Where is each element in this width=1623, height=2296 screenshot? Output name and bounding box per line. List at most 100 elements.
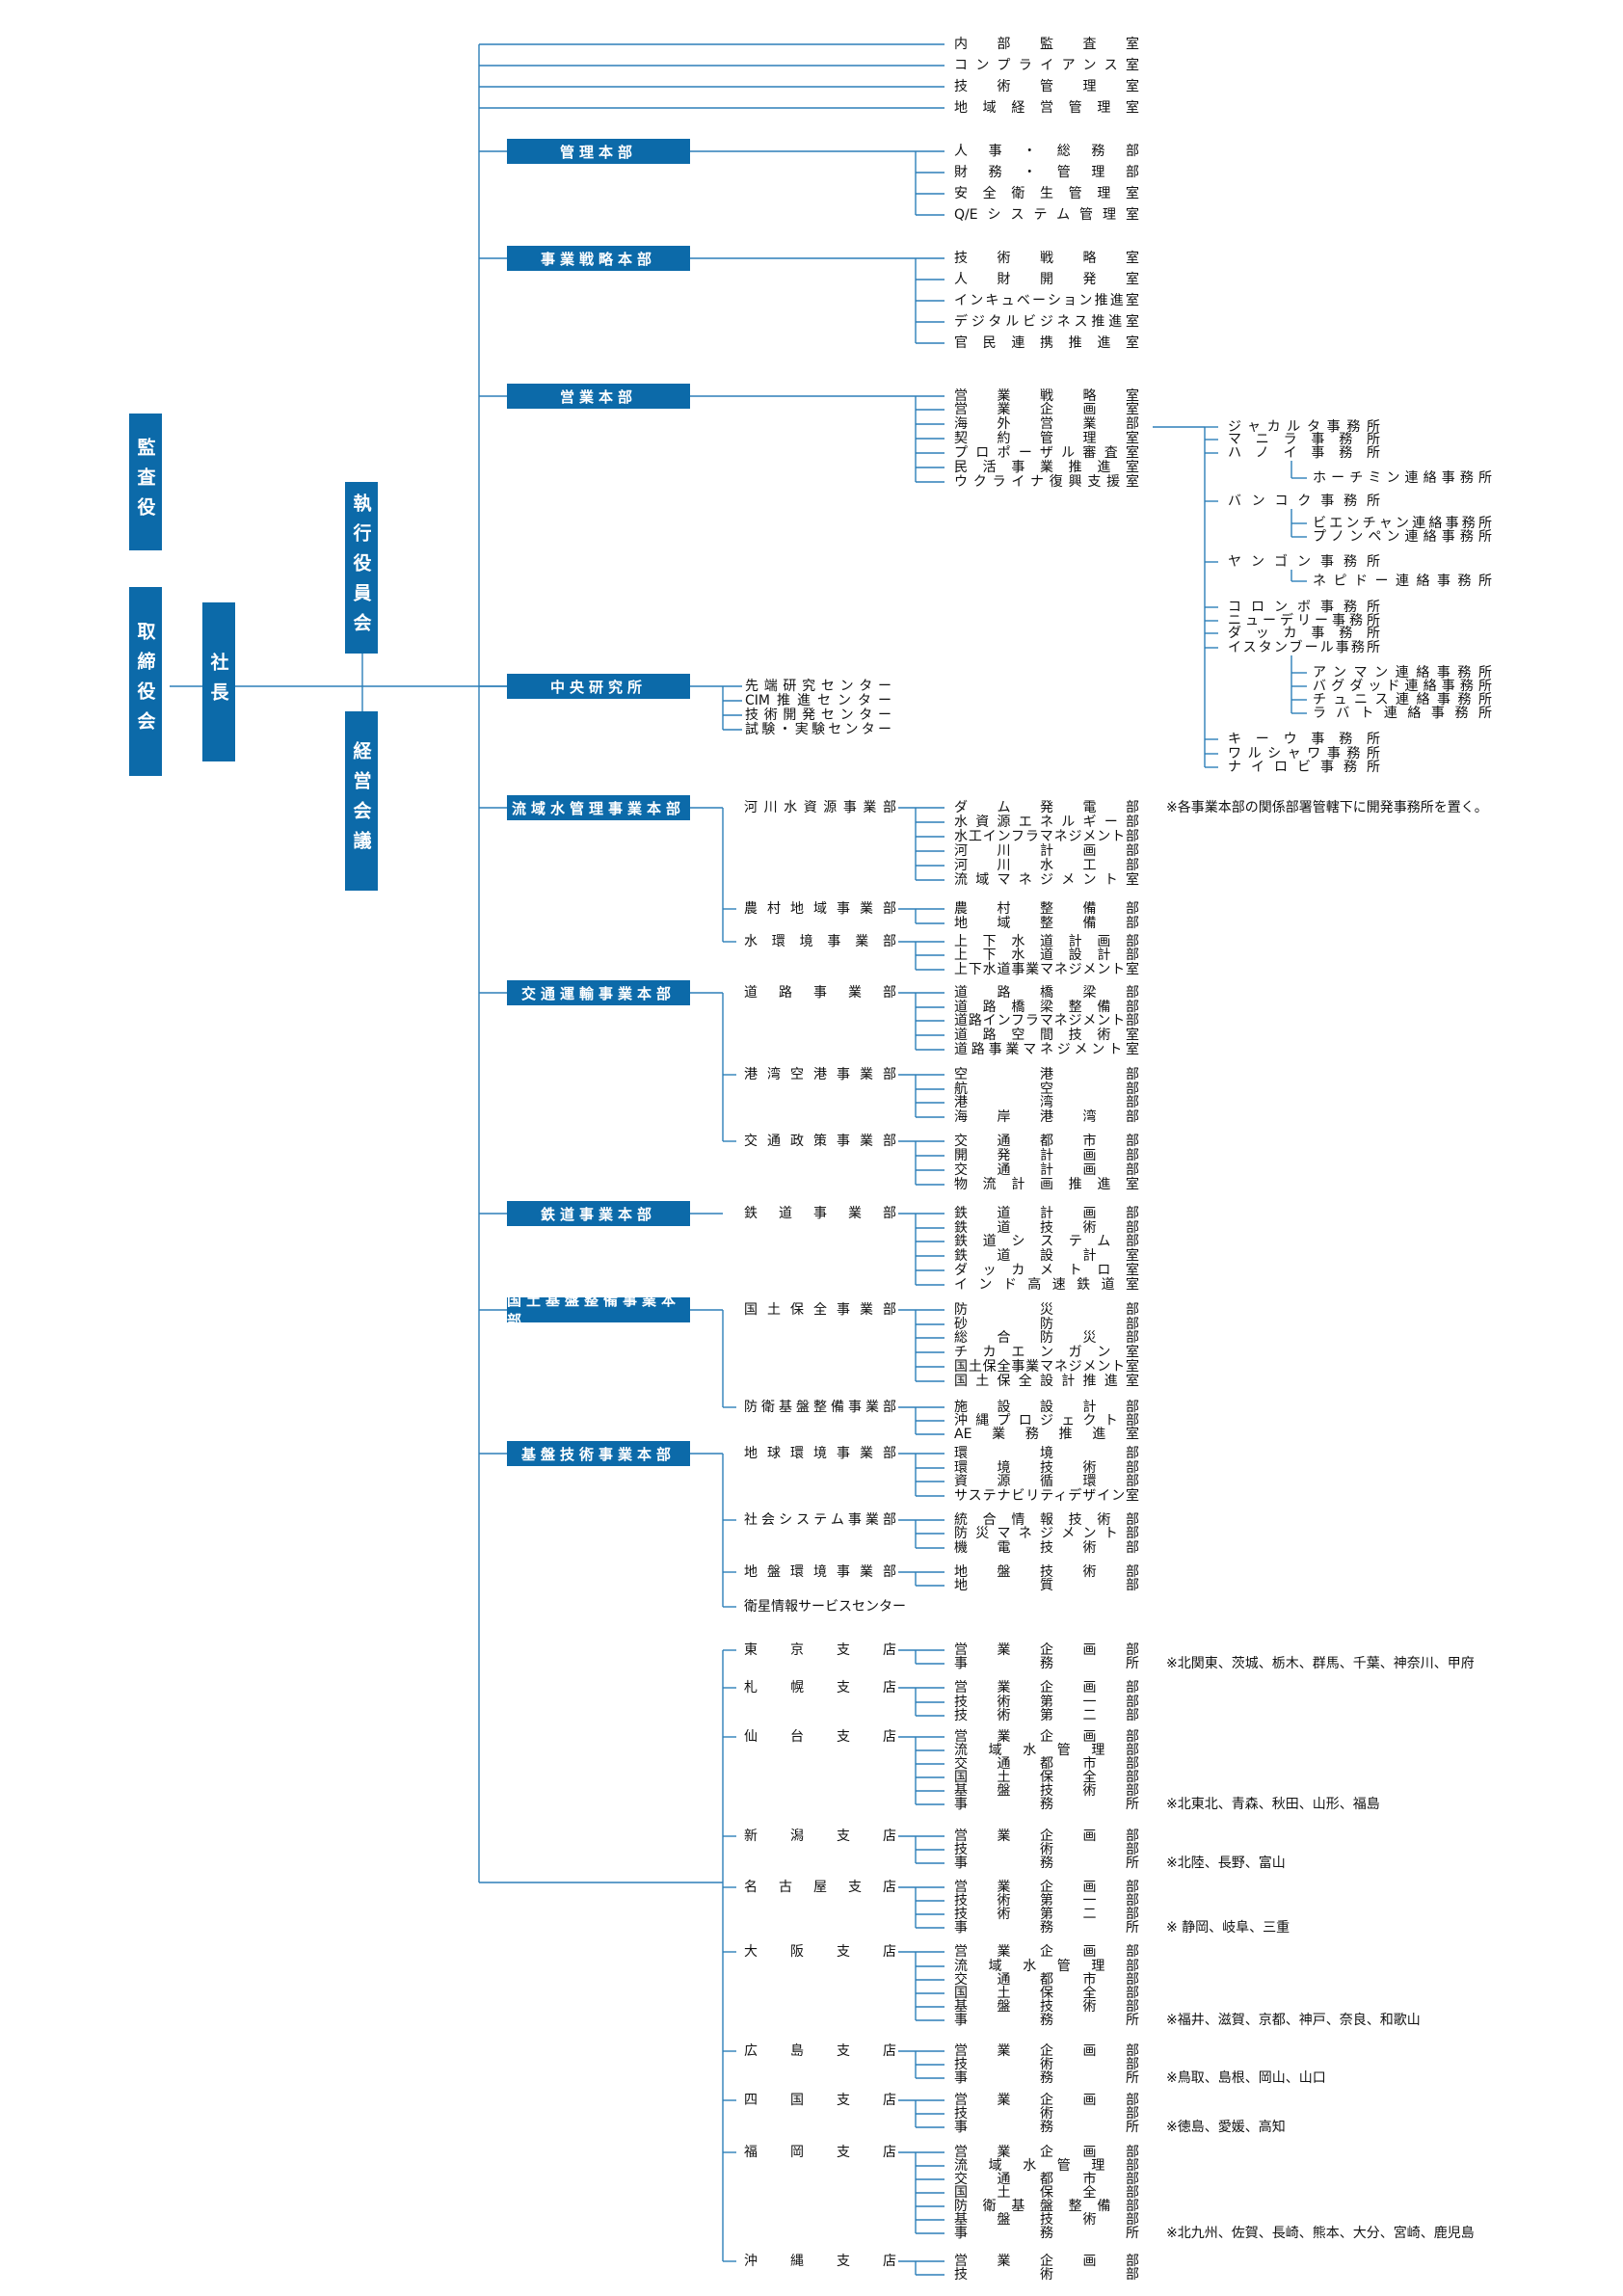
division-label: 水環境事業部: [744, 933, 896, 949]
branch-dept-label: 基盤技術部: [954, 1998, 1139, 2015]
branch-dept-label: 事務所: [954, 1855, 1139, 1871]
division-label: 河川水資源事業部: [744, 799, 896, 815]
dept-label: 道路橋梁整備部: [954, 999, 1139, 1015]
overseas-office-label: コロンボ事務所: [1228, 599, 1380, 615]
branch-dept-label: 基盤技術部: [954, 2211, 1139, 2228]
dept-label: AE業務推進室: [954, 1426, 1139, 1442]
branch-dept-label: 営業企画部: [954, 2042, 1139, 2059]
branch-area-note: ※北陸、長野、富山: [1166, 1855, 1286, 1871]
dept-label: チカエンガン室: [954, 1344, 1139, 1360]
branch-dept-label: 防衛基盤整備部: [954, 2198, 1139, 2214]
board-of-directors-box: 取締役会: [129, 587, 162, 776]
dept-label: ダム発電部: [954, 799, 1139, 815]
branch-dept-label: 交通都市部: [954, 1755, 1139, 1772]
dept-label: 河川計画部: [954, 842, 1139, 859]
branch-label: 東京支店: [744, 1642, 896, 1658]
branch-label: 沖縄支店: [744, 2253, 896, 2269]
branch-dept-label: 事務所: [954, 1655, 1139, 1671]
division-label: 港湾空港事業部: [744, 1066, 896, 1082]
branch-dept-label: 営業企画部: [954, 1642, 1139, 1658]
branch-dept-label: 技術部: [954, 2105, 1139, 2122]
overseas-office-label: ナイロビ事務所: [1228, 759, 1380, 775]
branch-label: 四国支店: [744, 2092, 896, 2108]
branch-label: 広島支店: [744, 2042, 896, 2059]
hq-dept-label: 財務・管理部: [954, 164, 1139, 180]
hq-dept-label: インキュベーション推進室: [954, 292, 1139, 308]
dept-label: インド高速鉄道室: [954, 1276, 1139, 1293]
branch-label: 札幌支店: [744, 1679, 896, 1695]
dept-label: 水資源エネルギー部: [954, 814, 1139, 830]
dept-label: 鉄道計画部: [954, 1205, 1139, 1221]
branch-dept-label: 交通都市部: [954, 2171, 1139, 2187]
branch-dept-label: 流域水管理部: [954, 2157, 1139, 2174]
branch-dept-label: 営業企画部: [954, 2144, 1139, 2160]
overseas-liaison-label: アンマン連絡事務所: [1313, 664, 1492, 681]
hq-dept-label: 海外営業部: [954, 415, 1139, 432]
dept-label: 道路空間技術室: [954, 1027, 1139, 1043]
overseas-office-label: ハノイ事務所: [1228, 444, 1380, 461]
branch-dept-label: 営業企画部: [954, 1728, 1139, 1745]
branch-dept-label: 技術部: [954, 2266, 1139, 2283]
dept-label: 鉄道設計室: [954, 1247, 1139, 1264]
overseas-liaison-label: チュニス連絡事務所: [1313, 691, 1492, 707]
research-center-label: 先端研究センター: [745, 678, 891, 694]
hq-dept-label: 契約管理室: [954, 430, 1139, 446]
direct-office-label: 技術管理室: [954, 78, 1139, 94]
branch-label: 大阪支店: [744, 1943, 896, 1960]
branch-area-note: ※北関東、茨城、栃木、群馬、千葉、神奈川、甲府: [1166, 1655, 1475, 1671]
division-label: 社会システム事業部: [744, 1511, 896, 1528]
dept-label: 航空部: [954, 1081, 1139, 1097]
hq-dept-label: 営業企画室: [954, 401, 1139, 417]
branch-dept-label: 流域水管理部: [954, 1958, 1139, 1974]
branch-dept-label: 交通都市部: [954, 1971, 1139, 1988]
division-label: 防衛基盤整備事業部: [744, 1399, 896, 1415]
auditor-box: 監査役: [129, 414, 162, 550]
dept-label: 上下水道計画部: [954, 933, 1139, 949]
dept-label: 施設設計部: [954, 1399, 1139, 1415]
research-center-label: 技術開発センター: [745, 707, 891, 723]
branch-dept-label: 事務所: [954, 2225, 1139, 2241]
dept-label: 機電技術部: [954, 1539, 1139, 1556]
dept-label: 農村整備部: [954, 900, 1139, 917]
dept-label: 道路橋梁部: [954, 984, 1139, 1001]
management-meeting-box: 経営会議: [345, 711, 378, 891]
branch-dept-label: 技術部: [954, 2056, 1139, 2072]
branch-area-note: ※徳島、愛媛、高知: [1166, 2119, 1286, 2135]
business-hq-box: 交通運輸事業本部: [507, 980, 690, 1005]
business-hq-box: 流域水管理事業本部: [507, 795, 690, 820]
overseas-liaison-label: ホーチミン連絡事務所: [1313, 469, 1492, 486]
direct-office-label: 内部監査室: [954, 36, 1139, 52]
overseas-office-label: ジャカルタ事務所: [1228, 418, 1380, 435]
dept-label: 防災マネジメント部: [954, 1525, 1139, 1541]
branch-dept-label: 営業企画部: [954, 1943, 1139, 1960]
branch-dept-label: 事務所: [954, 2069, 1139, 2086]
dept-label: 国土保全事業マネジメント室: [954, 1358, 1139, 1375]
dept-label: 国土保全設計推進室: [954, 1373, 1139, 1389]
overseas-office-label: マニラ事務所: [1228, 431, 1380, 447]
branch-dept-label: 事務所: [954, 1796, 1139, 1812]
hq-dept-label: デジタルビジネス推進室: [954, 313, 1139, 330]
dept-label: 空港部: [954, 1066, 1139, 1082]
branch-label: 新潟支店: [744, 1828, 896, 1844]
overseas-office-label: ダッカ事務所: [1228, 625, 1380, 641]
branch-label: 仙台支店: [744, 1728, 896, 1745]
overseas-note: ※各事業本部の関係部署管轄下に開発事務所を置く。: [1166, 799, 1488, 815]
branch-dept-label: 営業企画部: [954, 1679, 1139, 1695]
dept-label: 地盤技術部: [954, 1563, 1139, 1580]
dept-label: 鉄道システム部: [954, 1233, 1139, 1249]
hq-dept-label: 民活事業推進室: [954, 459, 1139, 475]
division-label: 道路事業部: [744, 984, 896, 1001]
overseas-liaison-label: バグダッド連絡事務所: [1313, 678, 1492, 694]
branch-dept-label: 技術第二部: [954, 1906, 1139, 1922]
dept-label: 沖縄プロジェクト部: [954, 1412, 1139, 1428]
hq-dept-label: 官民連携推進室: [954, 334, 1139, 351]
dept-label: 環境部: [954, 1445, 1139, 1461]
dept-label: 流域マネジメント室: [954, 871, 1139, 888]
dept-label: 上下水道事業マネジメント室: [954, 961, 1139, 977]
hq-dept-label: ウクライナ復興支援室: [954, 473, 1139, 490]
direct-office-label: 地域経営管理室: [954, 99, 1139, 116]
division-label: 地盤環境事業部: [744, 1563, 896, 1580]
branch-area-note: ※福井、滋賀、京都、神戸、奈良、和歌山: [1166, 2012, 1421, 2028]
branch-dept-label: 国土保全部: [954, 1985, 1139, 2001]
